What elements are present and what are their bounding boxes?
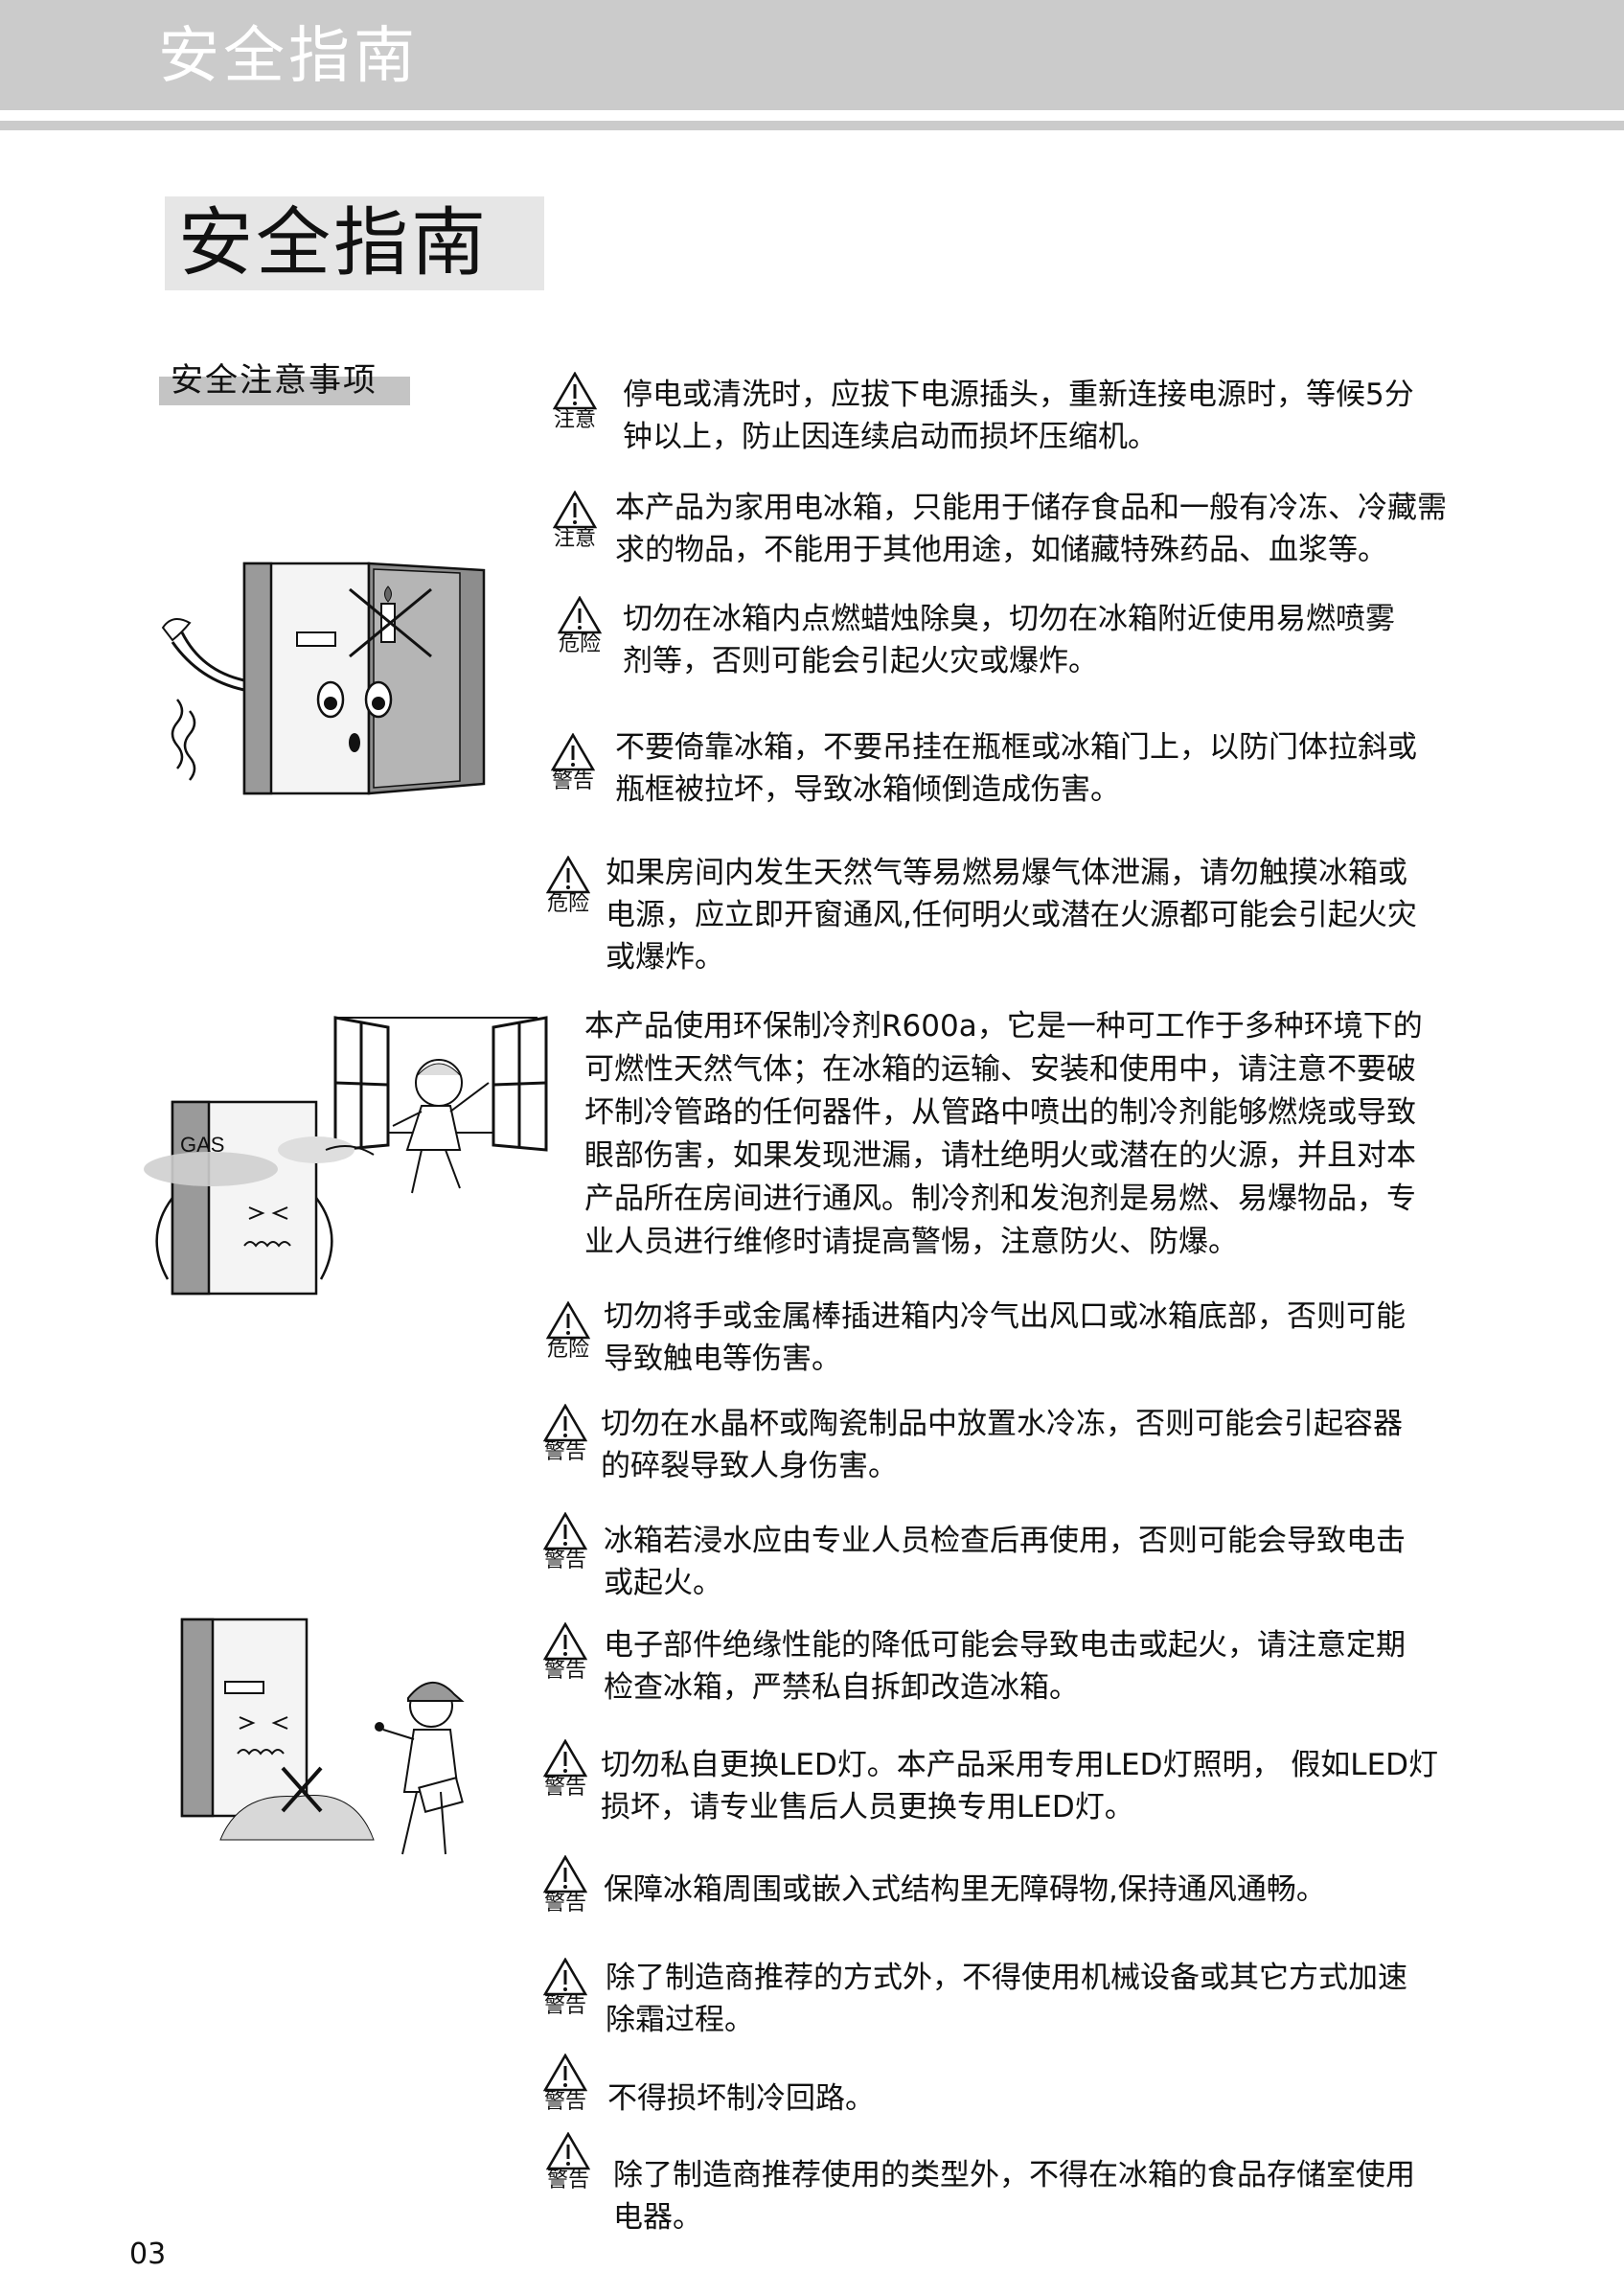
warning-icon: 危险 bbox=[539, 856, 597, 917]
warning-icon: 警告 bbox=[544, 733, 602, 794]
warning-level-label: 警告 bbox=[543, 1549, 586, 1572]
safety-item-line: 电源，应立即开窗通风,任何明火或潜在火源都可能会引起火灾 bbox=[606, 898, 1417, 932]
safety-item: 停电或清洗时，应拔下电源插头，重新连接电源时，等候5分钟以上，防止因连续启动而损… bbox=[623, 374, 1414, 458]
safety-item: 不要倚靠冰箱，不要吊挂在瓶框或冰箱门上，以防门体拉斜或瓶框被拉坏，导致冰箱倾倒造… bbox=[615, 726, 1417, 811]
warning-icon: 危险 bbox=[539, 1301, 597, 1363]
safety-item: 如果房间内发生天然气等易燃易爆气体泄漏，请勿触摸冰箱或电源，应立即开窗通风,任何… bbox=[606, 852, 1417, 978]
safety-item-line: 或起火。 bbox=[604, 1566, 722, 1600]
safety-item: 电子部件绝缘性能的降低可能会导致电击或起火，请注意定期检查冰箱，严禁私自拆卸改造… bbox=[604, 1624, 1406, 1709]
safety-item-line: 或爆炸。 bbox=[606, 940, 724, 975]
safety-item-line: 如果房间内发生天然气等易燃易爆气体泄漏，请勿触摸冰箱或 bbox=[606, 856, 1407, 890]
safety-item: 不得损坏制冷回路。 bbox=[607, 2077, 875, 2120]
warning-level-label: 警告 bbox=[546, 2169, 589, 2192]
safety-item-line: 损坏，请专业售后人员更换专用LED灯。 bbox=[601, 1790, 1134, 1824]
safety-item-line: 钟以上，防止因连续启动而损坏压缩机。 bbox=[623, 420, 1157, 454]
header-divider bbox=[0, 121, 1624, 130]
gas-leak-illustration: GAS bbox=[134, 1006, 556, 1313]
page-title: 安全指南 bbox=[178, 200, 490, 287]
safety-item-line: 剂等，否则可能会引起火灾或爆炸。 bbox=[623, 644, 1098, 678]
safety-item-line: 本产品使用环保制冷剂R600a，它是一种可工作于多种环境下的 bbox=[584, 1009, 1423, 1044]
safety-item-line: 切勿在水晶杯或陶瓷制品中放置水冷冻，否则可能会引起容器 bbox=[601, 1407, 1403, 1441]
safety-item-line: 冰箱若浸水应由专业人员检查后再使用，否则可能会导致电击 bbox=[604, 1524, 1406, 1558]
safety-item: 保障冰箱周围或嵌入式结构里无障碍物,保持通风通畅。 bbox=[604, 1869, 1326, 1911]
warning-level-label: 警告 bbox=[551, 769, 594, 793]
warning-icon: 注意 bbox=[546, 372, 604, 433]
safety-item-line: 停电或清洗时，应拔下电源插头，重新连接电源时，等候5分 bbox=[623, 378, 1414, 412]
safety-item-line: 可燃性天然气体；在冰箱的运输、安装和使用中，请注意不要破 bbox=[584, 1052, 1416, 1087]
safety-item-line: 导致触电等伤害。 bbox=[604, 1342, 841, 1376]
safety-item: 本产品为家用电冰箱，只能用于储存食品和一般有冷冻、冷藏需求的物品，不能用于其他用… bbox=[615, 487, 1447, 571]
safety-item: 切勿在冰箱内点燃蜡烛除臭，切勿在冰箱附近使用易燃喷雾剂等，否则可能会引起火灾或爆… bbox=[623, 598, 1395, 682]
safety-item-line: 切勿在冰箱内点燃蜡烛除臭，切勿在冰箱附近使用易燃喷雾 bbox=[623, 602, 1395, 636]
safety-item-line: 检查冰箱，严禁私自拆卸改造冰箱。 bbox=[604, 1670, 1079, 1705]
warning-level-label: 警告 bbox=[543, 1659, 586, 1683]
safety-item: 本产品使用环保制冷剂R600a，它是一种可工作于多种环境下的可燃性天然气体；在冰… bbox=[584, 1005, 1423, 1264]
warning-icon: 警告 bbox=[537, 1958, 594, 2019]
safety-item-line: 本产品为家用电冰箱，只能用于储存食品和一般有冷冻、冷藏需 bbox=[615, 491, 1447, 525]
safety-item-line: 求的物品，不能用于其他用途，如储藏特殊药品、血浆等。 bbox=[615, 533, 1387, 567]
safety-item-line: 的碎裂导致人身伤害。 bbox=[601, 1449, 898, 1483]
safety-item-line: 除了制造商推荐的方式外，不得使用机械设备或其它方式加速 bbox=[606, 1961, 1407, 1995]
safety-item-line: 除了制造商推荐使用的类型外，不得在冰箱的食品存储室使用 bbox=[613, 2158, 1415, 2192]
safety-item: 冰箱若浸水应由专业人员检查后再使用，否则可能会导致电击或起火。 bbox=[604, 1520, 1406, 1604]
warning-level-label: 注意 bbox=[553, 527, 596, 551]
safety-item-line: 瓶框被拉坏，导致冰箱倾倒造成伤害。 bbox=[615, 772, 1120, 807]
fridge-candle-illustration bbox=[144, 537, 498, 815]
page-title-background bbox=[165, 196, 544, 290]
safety-item-line: 切勿私自更换LED灯。本产品采用专用LED灯照明， 假如LED灯 bbox=[601, 1748, 1439, 1782]
safety-item-line: 除霜过程。 bbox=[606, 2003, 754, 2037]
warning-level-label: 警告 bbox=[543, 1776, 586, 1800]
warning-icon: 警告 bbox=[539, 2132, 597, 2193]
warning-level-label: 危险 bbox=[546, 1338, 589, 1362]
header-bar bbox=[0, 0, 1624, 110]
warning-level-label: 警告 bbox=[543, 2090, 586, 2114]
page-number: 03 bbox=[129, 2238, 167, 2271]
safety-item-line: 切勿将手或金属棒插进箱内冷气出风口或冰箱底部，否则可能 bbox=[604, 1299, 1406, 1334]
safety-item: 除了制造商推荐使用的类型外，不得在冰箱的食品存储室使用电器。 bbox=[613, 2154, 1415, 2238]
warning-level-label: 注意 bbox=[553, 408, 596, 432]
warning-level-label: 危险 bbox=[546, 892, 589, 916]
header-title: 安全指南 bbox=[158, 21, 419, 92]
warning-icon: 注意 bbox=[546, 491, 604, 552]
warning-level-label: 警告 bbox=[543, 1440, 586, 1464]
warning-icon: 警告 bbox=[537, 1622, 594, 1684]
section-label-background bbox=[159, 377, 410, 405]
safety-item: 切勿将手或金属棒插进箱内冷气出风口或冰箱底部，否则可能导致触电等伤害。 bbox=[604, 1296, 1406, 1380]
warning-icon: 警告 bbox=[537, 1855, 594, 1916]
safety-item-line: 产品所在房间进行通风。制冷剂和发泡剂是易燃、易爆物品，专 bbox=[584, 1182, 1416, 1216]
safety-item: 除了制造商推荐的方式外，不得使用机械设备或其它方式加速除霜过程。 bbox=[606, 1957, 1407, 2041]
safety-item: 切勿在水晶杯或陶瓷制品中放置水冷冻，否则可能会引起容器的碎裂导致人身伤害。 bbox=[601, 1403, 1403, 1487]
section-label: 安全注意事项 bbox=[171, 361, 377, 400]
safety-item-line: 电器。 bbox=[613, 2200, 702, 2235]
safety-item-line: 坏制冷管路的任何器件，从管路中喷出的制冷剂能够燃烧或导致 bbox=[584, 1095, 1416, 1130]
warning-icon: 危险 bbox=[551, 596, 608, 657]
warning-icon: 警告 bbox=[537, 1512, 594, 1573]
safety-item-line: 不要倚靠冰箱，不要吊挂在瓶框或冰箱门上，以防门体拉斜或 bbox=[615, 730, 1417, 765]
safety-item-line: 保障冰箱周围或嵌入式结构里无障碍物,保持通风通畅。 bbox=[604, 1872, 1326, 1907]
safety-item-line: 电子部件绝缘性能的降低可能会导致电击或起火，请注意定期 bbox=[604, 1628, 1406, 1663]
fridge-repair-illustration bbox=[153, 1610, 498, 1869]
warning-level-label: 危险 bbox=[558, 632, 601, 656]
warning-icon: 警告 bbox=[537, 2054, 594, 2115]
safety-item-line: 不得损坏制冷回路。 bbox=[607, 2081, 875, 2116]
safety-item-line: 业人员进行维修时请提高警惕，注意防火、防爆。 bbox=[584, 1225, 1238, 1259]
safety-item: 切勿私自更换LED灯。本产品采用专用LED灯照明， 假如LED灯损坏，请专业售后… bbox=[601, 1744, 1438, 1828]
warning-level-label: 警告 bbox=[543, 1892, 586, 1916]
warning-level-label: 警告 bbox=[543, 1994, 586, 2018]
warning-icon: 警告 bbox=[537, 1739, 594, 1801]
warning-icon: 警告 bbox=[537, 1404, 594, 1465]
safety-item-line: 眼部伤害，如果发现泄漏，请杜绝明火或潜在的火源，并且对本 bbox=[584, 1138, 1416, 1173]
